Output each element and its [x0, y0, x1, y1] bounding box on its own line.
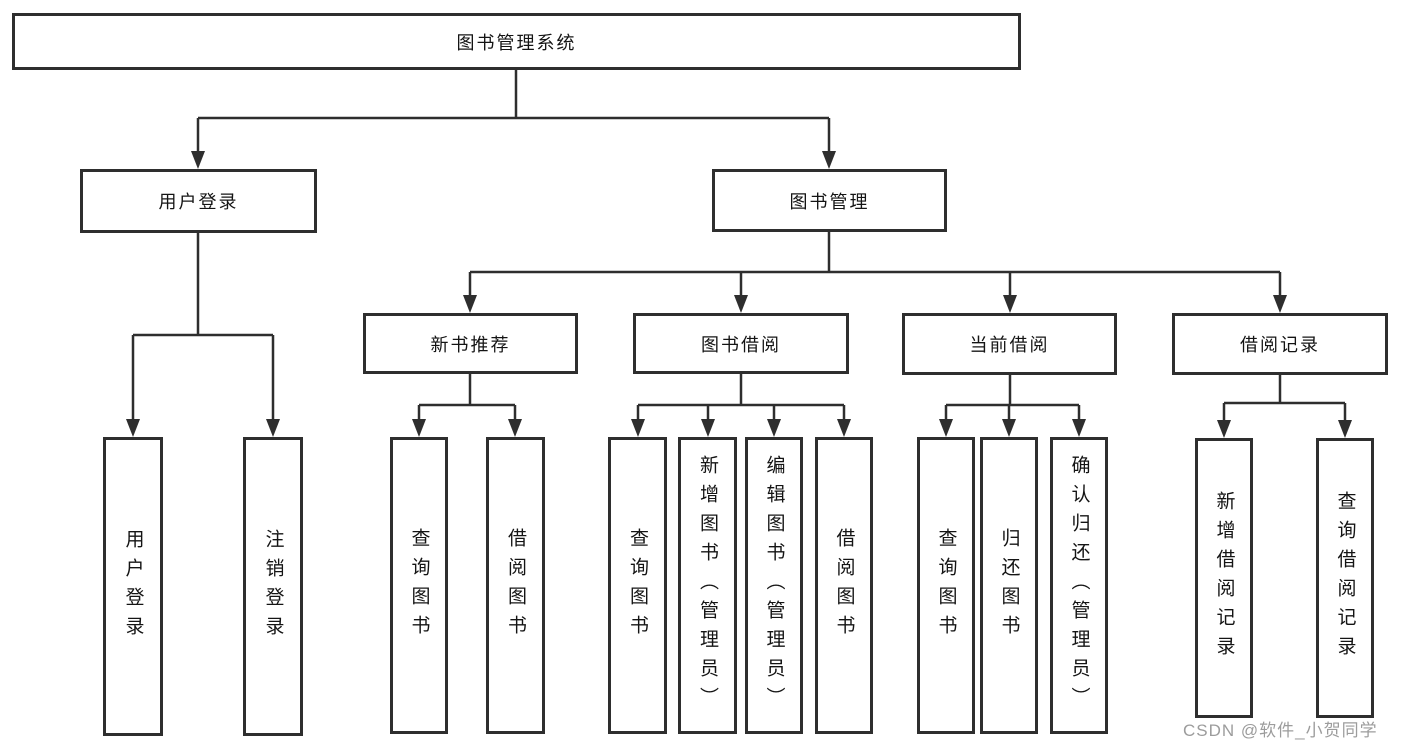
- leaf-recommend-borrow-books: 借阅图书: [486, 437, 545, 734]
- leaf-recommend-query-books: 查询图书: [390, 437, 448, 734]
- node-root-system: 图书管理系统: [12, 13, 1021, 70]
- arrowheads: [126, 151, 1352, 438]
- leaf-current-return-books: 归还图书: [980, 437, 1038, 734]
- leaf-borrow-add-books-admin: 新增图书（管理员）: [678, 437, 737, 734]
- leaf-current-query-books: 查询图书: [917, 437, 975, 734]
- node-book-management: 图书管理: [712, 169, 947, 232]
- leaf-borrow-query-books: 查询图书: [608, 437, 667, 734]
- node-book-borrowing: 图书借阅: [633, 313, 849, 374]
- leaf-borrow-borrow-books: 借阅图书: [815, 437, 873, 734]
- node-current-borrowing: 当前借阅: [902, 313, 1117, 375]
- csdn-watermark: CSDN @软件_小贺同学: [1183, 721, 1378, 740]
- node-user-login: 用户登录: [80, 169, 317, 233]
- leaf-borrow-edit-books-admin: 编辑图书（管理员）: [745, 437, 803, 734]
- node-borrowing-records: 借阅记录: [1172, 313, 1388, 375]
- leaf-records-add-record: 新增借阅记录: [1195, 438, 1253, 718]
- node-new-book-recommend: 新书推荐: [363, 313, 578, 374]
- leaf-user-login: 用户登录: [103, 437, 163, 736]
- leaf-current-confirm-return-admin: 确认归还（管理员）: [1050, 437, 1108, 734]
- leaf-logout: 注销登录: [243, 437, 303, 736]
- leaf-records-query-record: 查询借阅记录: [1316, 438, 1374, 718]
